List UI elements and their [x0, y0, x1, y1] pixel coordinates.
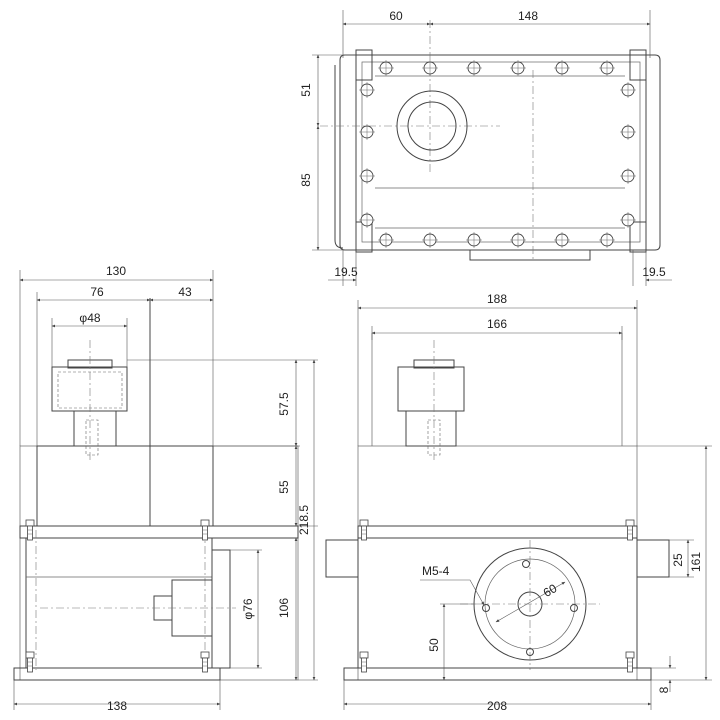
top-dim-85: 85 — [299, 173, 313, 187]
front-dim-208: 208 — [487, 699, 507, 713]
top-handle-outer — [339, 54, 661, 251]
front-dim-188: 188 — [487, 292, 507, 306]
front-wing-right — [636, 539, 670, 578]
side-view: 130 76 43 φ48 57.5 55 106 218.5 φ76 138 — [13, 264, 318, 713]
front-dim-8: 8 — [657, 686, 671, 693]
top-bore-outer — [396, 90, 468, 162]
top-plate-inner — [361, 61, 641, 243]
top-bore-inner — [407, 101, 457, 151]
side-dim-218.5: 218.5 — [297, 505, 311, 535]
top-handle-left — [334, 65, 344, 249]
front-dim-25: 25 — [671, 553, 685, 567]
side-top-shaft — [85, 419, 99, 456]
front-thread-leader — [420, 579, 485, 606]
side-top-cylinder — [51, 366, 128, 412]
top-corner-tl — [355, 49, 373, 81]
top-corner-tr — [629, 49, 647, 81]
front-flange-hole — [522, 560, 530, 568]
side-stud-br — [200, 651, 210, 673]
side-dim-55: 55 — [277, 480, 291, 494]
front-dim-166: 166 — [487, 317, 507, 331]
front-stud-tr — [625, 519, 635, 541]
front-flange-hole — [526, 648, 534, 656]
side-dim-phi76: φ76 — [241, 598, 255, 619]
front-flange-hole — [482, 604, 490, 612]
front-dim-60: 60 — [541, 581, 560, 600]
front-stud-bl — [359, 651, 369, 673]
side-dim-106: 106 — [277, 598, 291, 618]
front-dim-50: 50 — [427, 638, 441, 652]
top-bottom-tab — [469, 249, 591, 261]
front-base — [343, 667, 652, 681]
front-thread-label: M5-4 — [422, 564, 450, 578]
top-corner-br — [629, 221, 647, 253]
side-stud-bl — [25, 651, 35, 673]
side-flange — [211, 549, 231, 669]
top-dim-60: 60 — [389, 9, 403, 23]
front-view: 60 M5-4 188 166 25 161 50 8 — [325, 292, 712, 713]
side-top-shaft-block — [73, 410, 117, 447]
front-stud-tl — [359, 519, 369, 541]
side-base — [13, 667, 221, 681]
front-top-cylinder — [397, 366, 465, 412]
side-stud-tr — [200, 519, 210, 541]
front-stud-br — [625, 651, 635, 673]
side-dim-43: 43 — [178, 285, 192, 299]
front-mid-plate — [357, 525, 638, 539]
front-top-block — [405, 410, 457, 447]
top-plate-outline — [355, 54, 647, 251]
front-lower-body — [357, 537, 638, 669]
side-dim-76: 76 — [90, 285, 104, 299]
side-dim-57.5: 57.5 — [277, 392, 291, 416]
front-wing-left — [325, 539, 359, 578]
side-dim-138: 138 — [107, 699, 127, 713]
top-dim-19.5-left: 19.5 — [334, 265, 358, 279]
side-lower-body — [25, 537, 213, 669]
top-bolt-holes — [358, 59, 637, 249]
top-dim-51: 51 — [299, 83, 313, 97]
side-dim-phi48: φ48 — [79, 311, 100, 325]
side-envelope — [19, 445, 299, 681]
front-dim-161: 161 — [689, 552, 703, 572]
top-corner-bl — [355, 221, 373, 253]
top-dim-19.5-right: 19.5 — [642, 265, 666, 279]
side-upper-housing — [36, 445, 214, 527]
side-mid-plate — [19, 525, 299, 539]
side-stud-tl — [25, 519, 35, 541]
front-envelope — [357, 445, 638, 681]
top-dim-148: 148 — [518, 9, 538, 23]
top-view: 60 148 51 85 19.5 19.5 — [299, 9, 672, 286]
front-dim-pcd-line — [495, 581, 566, 623]
front-flange-hole — [570, 604, 578, 612]
side-dim-130: 130 — [106, 264, 126, 278]
